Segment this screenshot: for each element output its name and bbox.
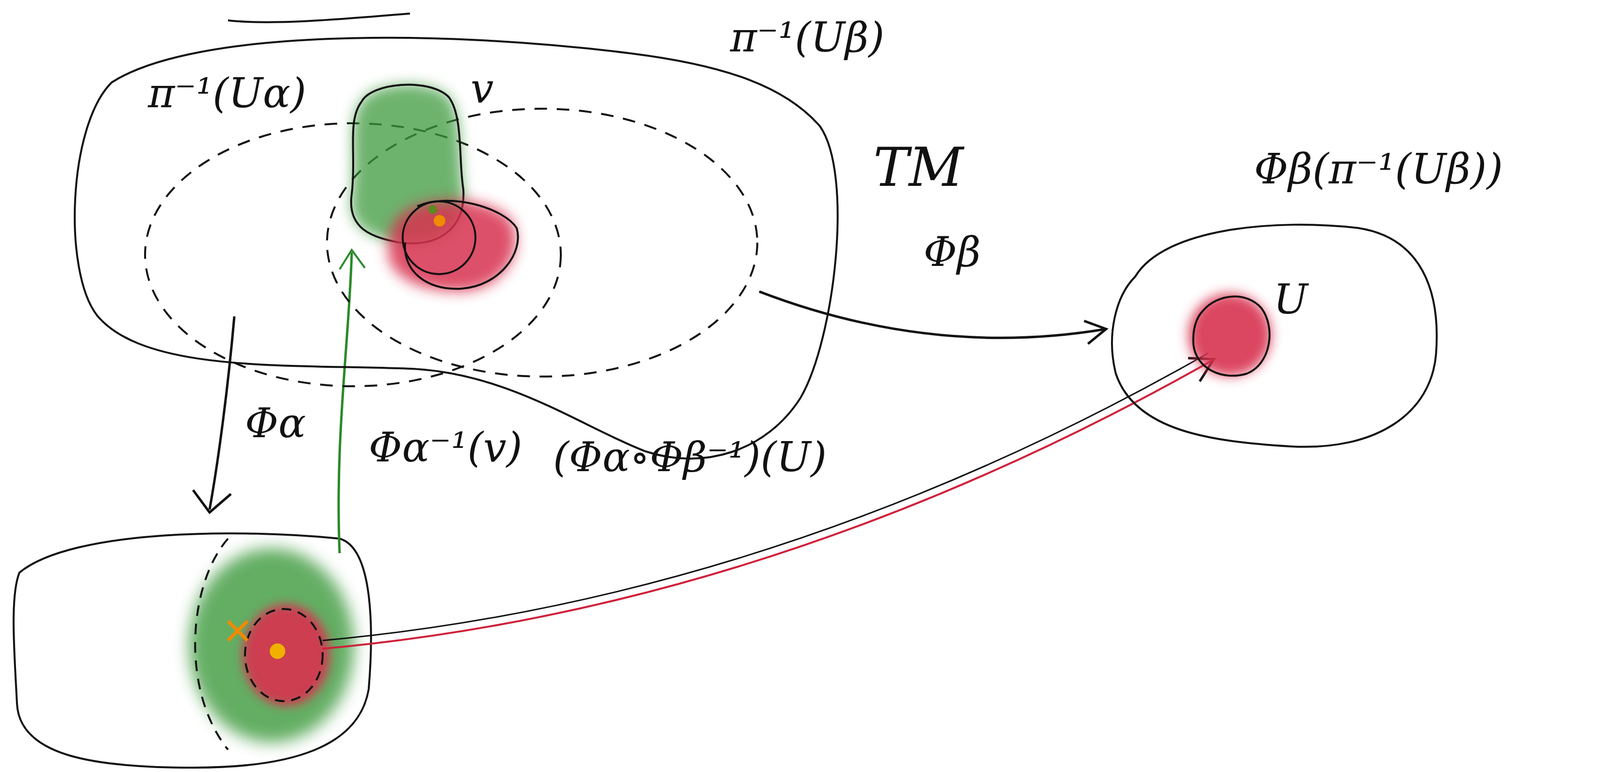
red-region-outline: [405, 200, 519, 289]
arrow-head: [339, 249, 365, 270]
red-wash: [1188, 293, 1272, 376]
region-label: U: [1273, 278, 1308, 320]
region-label: π⁻¹(Uβ): [730, 16, 885, 58]
orange-cross: [228, 620, 248, 641]
dashed-boundary: [244, 608, 323, 702]
map-label: Φα: [244, 402, 307, 444]
region-label: TM: [873, 140, 964, 195]
arrow-label: Φβ: [923, 231, 981, 273]
point-dot: [269, 643, 286, 659]
map-label: (Φα∘Φβ⁻¹)(U): [553, 436, 827, 478]
open-set-outline: [1193, 296, 1270, 376]
red-wash: [388, 200, 516, 292]
dashed-boundary: [195, 538, 229, 750]
map-arrow: [209, 316, 235, 510]
chart-image-outline: [1111, 224, 1437, 447]
point-dot: [433, 214, 446, 227]
arrow-head: [1084, 320, 1107, 344]
region-outline: [402, 201, 476, 275]
point-dot: [428, 205, 438, 214]
chart-image: Φβ(π⁻¹(Uβ))U: [1106, 218, 1439, 449]
region-label: π⁻¹(Uα): [147, 72, 307, 114]
pen-squiggle: [228, 13, 410, 23]
connector-line: [759, 291, 1107, 338]
transition-line: [322, 353, 1209, 641]
map-arrow: [759, 291, 1107, 344]
region-label: Φβ(π⁻¹(Uβ)): [1254, 147, 1503, 190]
map-label: Φα⁻¹(v): [368, 426, 523, 468]
transition-line: [322, 359, 1213, 649]
green-wash: [189, 548, 355, 743]
bundle-outline: [74, 37, 838, 459]
region-label: v: [470, 67, 494, 109]
chart-domain: [13, 533, 372, 768]
arrow-head: [193, 489, 231, 513]
red-wash: [242, 604, 330, 706]
open-set: U: [1183, 281, 1320, 379]
node-outline: [1106, 218, 1439, 449]
